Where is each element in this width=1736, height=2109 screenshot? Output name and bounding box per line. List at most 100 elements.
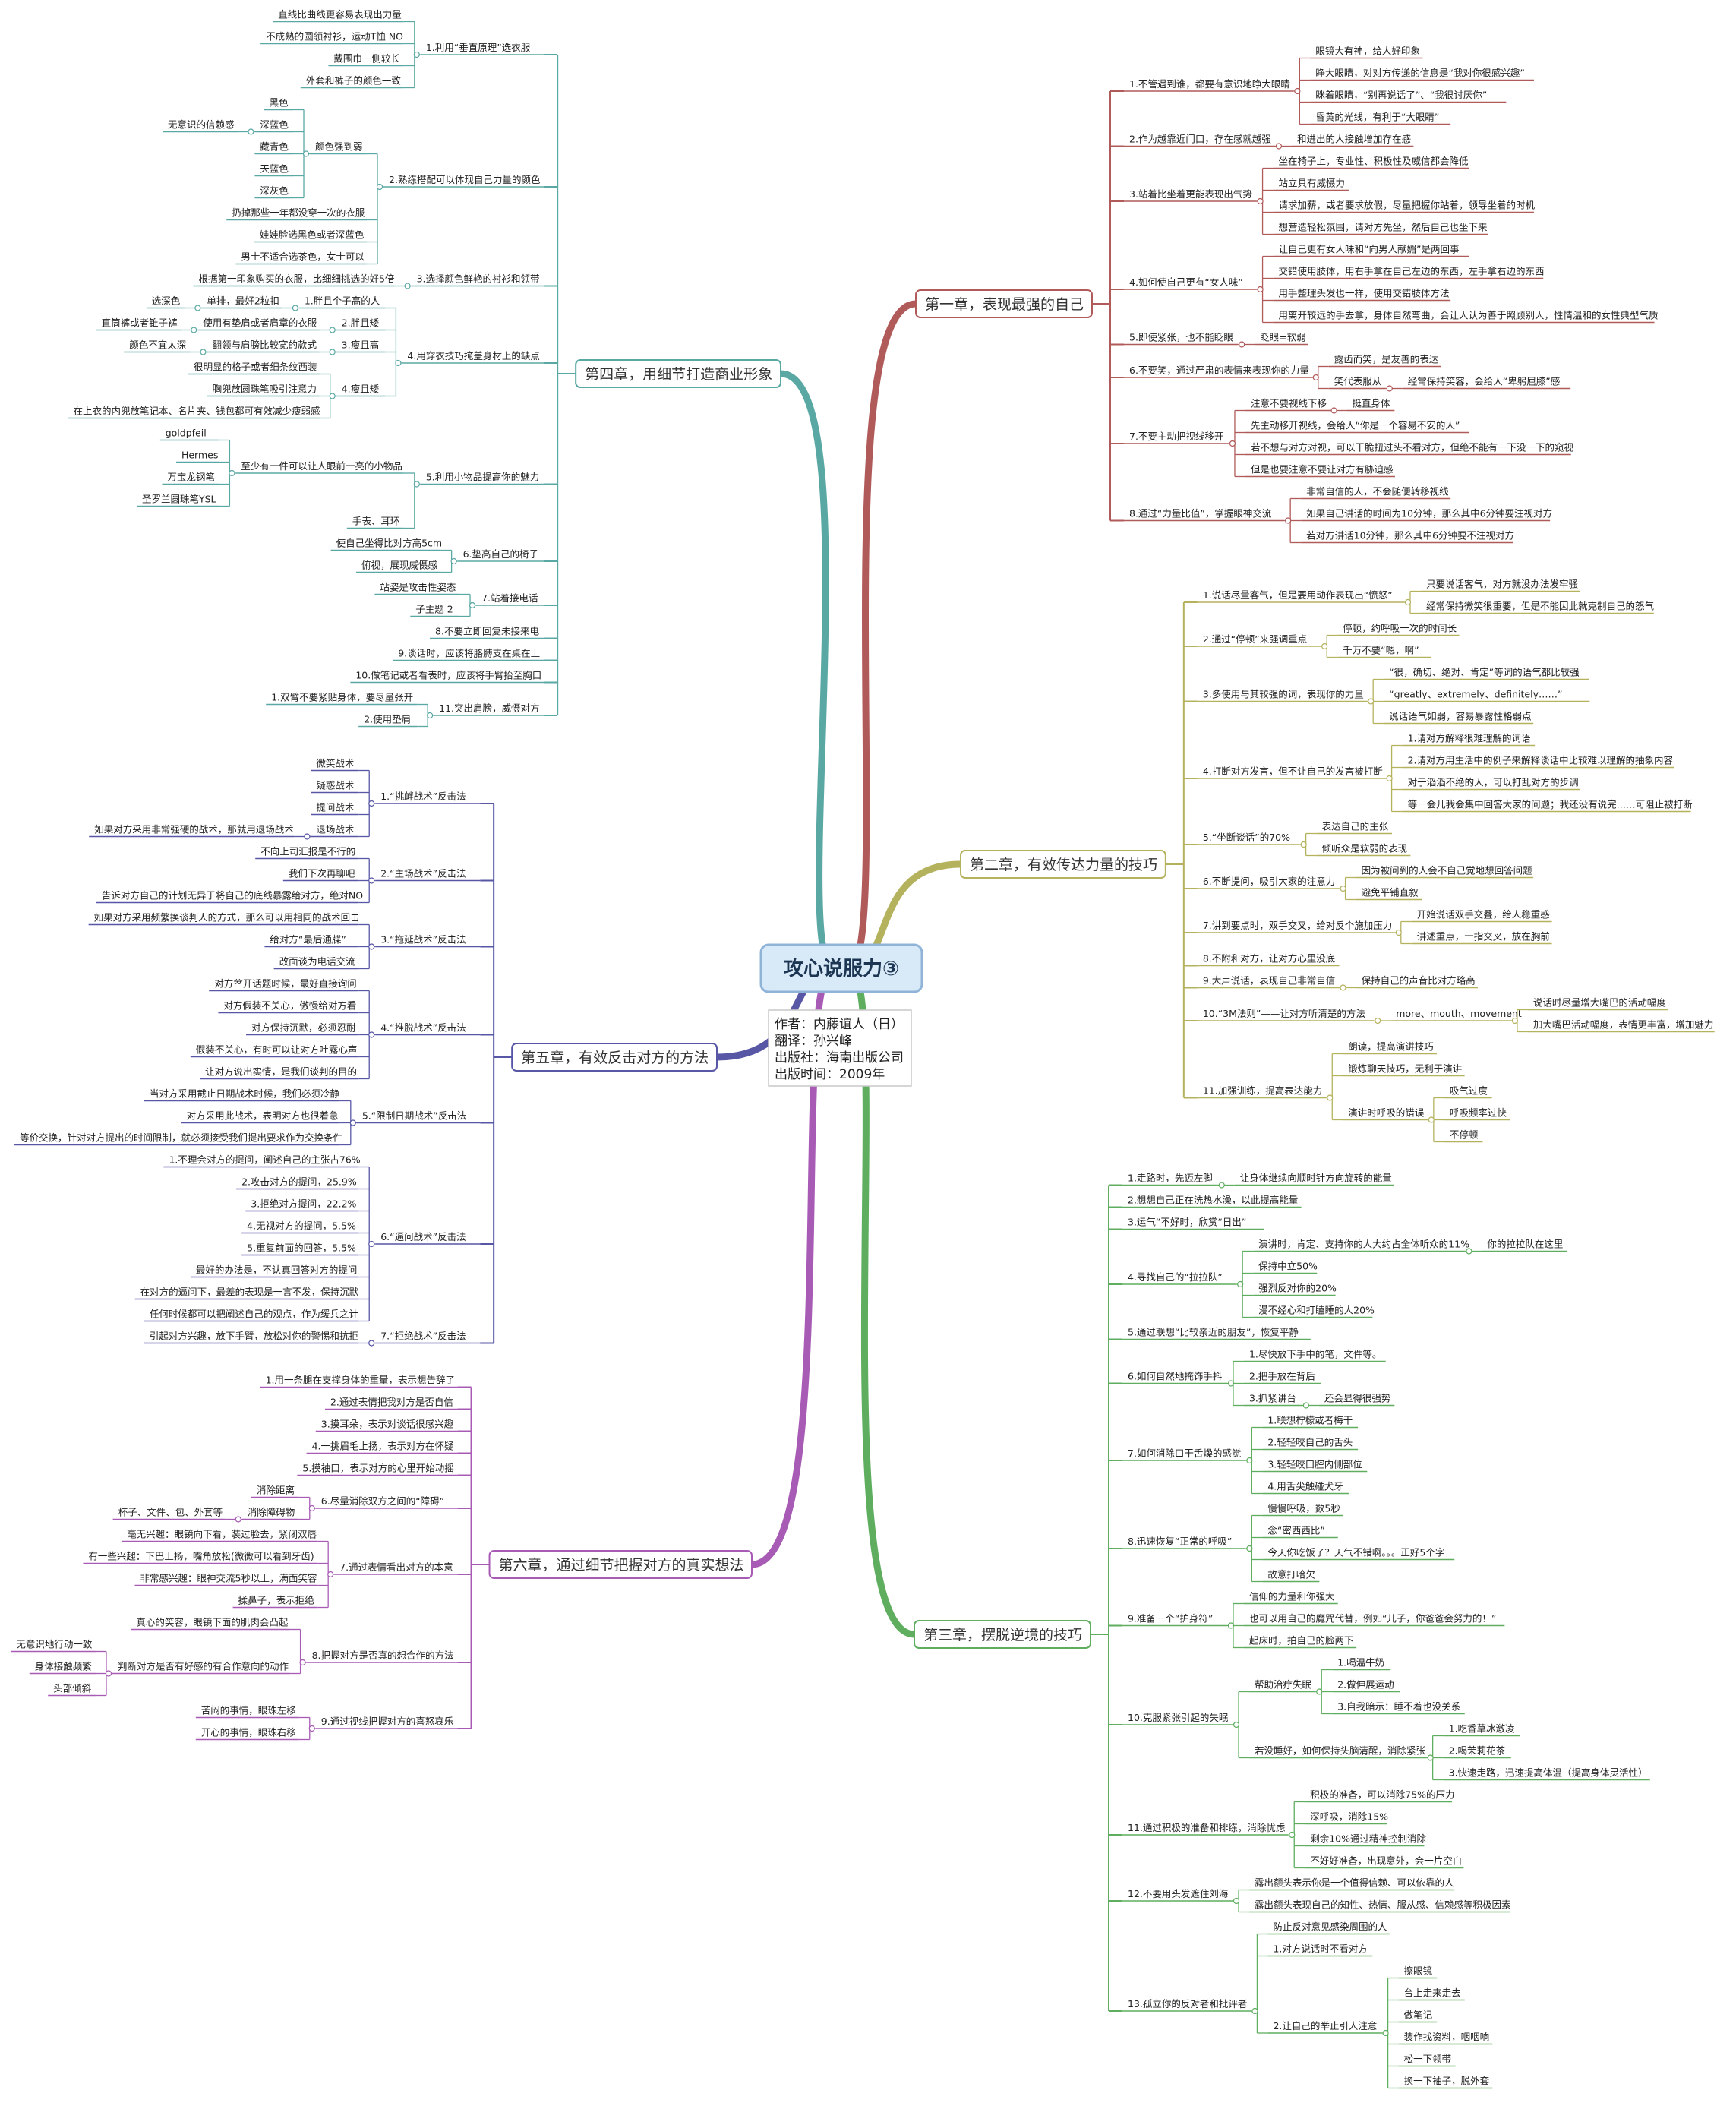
ch-ch2-item-11-sub-1[interactable]: 朗读，提高演讲技巧 (1343, 1041, 1438, 1055)
ch-ch4-item-4-sub-4-sub-1[interactable]: 很明显的格子或者细条纹西装 (188, 361, 320, 375)
ch-ch6-item-9-sub-1[interactable]: 苦闷的事情，眼珠左移 (195, 1705, 299, 1719)
ch-ch4-item-4-sub-1[interactable]: 1.胖且个子高的人 (292, 295, 386, 311)
ch-ch4-item-4-sub-2-sub-1-collapse-toggle[interactable] (191, 327, 197, 333)
ch-ch3-item-13-sub-3-sub-4[interactable]: 装作找资料，咽咽响 (1398, 2032, 1493, 2045)
ch-ch3-item-13-sub-3-sub-5[interactable]: 松一下领带 (1398, 2054, 1456, 2067)
ch-ch4-item-4-sub-4[interactable]: 4.瘦且矮 (329, 384, 386, 399)
ch-ch1-item-5[interactable]: 5.即使紧张，也不能眨眼 (1124, 332, 1245, 348)
ch-ch1-item-7-sub-4[interactable]: 但是也要注意不要让对方有胁迫感 (1245, 464, 1395, 478)
ch-ch4-item-2-sub-1-sub-4[interactable]: 天蓝色 (254, 163, 294, 177)
ch-ch4-item-4-sub-1-sub-1-collapse-toggle[interactable] (194, 305, 201, 311)
ch-ch4-item-4-sub-2[interactable]: 2.胖且矮 (329, 317, 386, 333)
ch-ch2-item-6-collapse-toggle[interactable] (1340, 885, 1346, 892)
ch-ch3-item-9-sub-1[interactable]: 信仰的力量和你强大 (1243, 1591, 1338, 1605)
ch-ch4-item-4-sub-3-sub-1-collapse-toggle[interactable] (200, 349, 207, 355)
ch-ch1-item-4-sub-2[interactable]: 交错使用肢体，用右手拿在自己左边的东西，左手拿右边的东西 (1273, 266, 1545, 279)
ch-ch3-item-10-sub-2-sub-3[interactable]: 3.快速走路，迅速提高体温（提高身体灵活性） (1443, 1767, 1650, 1781)
ch-ch3-item-13-sub-3[interactable]: 2.让自己的举止引人注意 (1267, 2020, 1389, 2037)
ch-ch6-item-4[interactable]: 4.一挑眉毛上扬，表示对方在怀疑 (306, 1441, 458, 1454)
ch-ch5-item-1-sub-1[interactable]: 微笑战术 (311, 758, 359, 772)
ch-ch1-item-4-sub-3[interactable]: 用手整理头发也一样，使用交错肢体方法 (1273, 288, 1451, 302)
ch-ch1-item-6-sub-2-collapse-toggle[interactable] (1386, 385, 1393, 392)
ch-ch2-item-4-sub-3[interactable]: 对于滔滔不绝的人，可以打乱对方的步调 (1402, 777, 1580, 791)
ch-ch1-item-8[interactable]: 8.通过“力量比值”，掌握眼神交流 (1124, 508, 1292, 524)
ch-ch6-item-9-collapse-toggle[interactable] (308, 1725, 315, 1732)
ch-ch3-item-9-sub-3[interactable]: 起床时，拍自己的脸两下 (1243, 1635, 1357, 1649)
ch-ch3-item-13-sub-2[interactable]: 1.对方说话时不看对方 (1267, 1943, 1373, 1957)
ch-ch4-item-2-sub-3[interactable]: 娃娃脸选黑色或者深蓝色 (254, 229, 368, 243)
ch-ch2-item-11-collapse-toggle[interactable] (1327, 1094, 1334, 1101)
ch-ch2-item-9-collapse-toggle[interactable] (1340, 984, 1346, 991)
ch-ch4-item-2-sub-1-sub-2-sub-1[interactable]: 无意识的信赖感 (163, 119, 238, 133)
ch-ch2-item-9[interactable]: 9.大声说话，表现自己非常自信 (1197, 975, 1346, 991)
ch-ch1-item-6-sub-2[interactable]: 笑代表服从 (1328, 376, 1393, 392)
ch-ch4-item-5-sub-1-sub-4[interactable]: 圣罗兰圆珠笔YSL (136, 494, 219, 507)
ch-ch6-item-6-sub-2[interactable]: 消除障碍物 (235, 1507, 299, 1523)
ch-ch6-item-8-sub-2-collapse-toggle[interactable] (105, 1670, 112, 1677)
ch-ch6-item-6-sub-2-collapse-toggle[interactable] (235, 1516, 241, 1523)
ch-ch4-item-2[interactable]: 2.熟练搭配可以体现自己力量的颜色 (376, 174, 544, 191)
ch-ch5-item-6-sub-8[interactable]: 任何时候都可以把阐述自己的观点，作为缓兵之计 (144, 1309, 359, 1322)
ch-ch4-item-1-sub-4[interactable]: 外套和裤子的颜色一致 (300, 75, 404, 89)
ch-ch2-item-6-sub-1[interactable]: 因为被问到的人会不自己觉地想回答问题 (1356, 865, 1534, 879)
ch-ch4-item-4-sub-2-collapse-toggle[interactable] (329, 327, 336, 333)
ch-ch2-item-3-collapse-toggle[interactable] (1368, 698, 1375, 705)
ch-ch1-item-3-sub-4[interactable]: 想营造轻松氛围，请对方先坐，然后自己也坐下来 (1273, 222, 1488, 235)
ch-ch3-item-3[interactable]: 3.运气“不好时，欣赏“日出” (1122, 1217, 1264, 1230)
ch-ch3-item-7[interactable]: 7.如何消除口干舌燥的感觉 (1122, 1448, 1253, 1464)
ch-ch1-item-4-collapse-toggle[interactable] (1257, 286, 1264, 293)
ch-ch1-item-1-sub-1[interactable]: 眼镜大有神，给人好印象 (1310, 46, 1423, 59)
ch-ch1-item-7-sub-1[interactable]: 注意不要视线下移 (1245, 398, 1337, 414)
ch-ch2-item-3-sub-3[interactable]: 说话语气如弱，容易暴露性格弱点 (1384, 711, 1534, 725)
ch-ch6-item-6-sub-2-sub-1[interactable]: 杯子、文件、包、外套等 (112, 1507, 226, 1520)
ch-ch3-item-7-sub-3[interactable]: 3.轻轻咬口腔内侧部位 (1262, 1459, 1368, 1473)
ch-ch4-item-4-sub-3-sub-1-sub-1[interactable]: 颜色不宜太深 (124, 339, 191, 353)
ch-ch6-item-9-sub-2[interactable]: 开心的事情，眼珠右移 (195, 1727, 299, 1741)
ch-ch3-item-10-sub-1-collapse-toggle[interactable] (1316, 1688, 1323, 1695)
ch-ch2-item-11-sub-3-sub-1[interactable]: 吸气过度 (1444, 1085, 1492, 1099)
ch-ch5-item-5-sub-2[interactable]: 对方采用此战术，表明对方也很着急 (181, 1110, 340, 1124)
ch-ch4-item-11[interactable]: 11.突出肩膀，威慑对方 (427, 702, 544, 719)
ch-ch1-item-1-collapse-toggle[interactable] (1294, 87, 1301, 95)
ch-ch2-item-2-sub-2[interactable]: 千万不要“嗯，啊” (1337, 645, 1431, 658)
ch-ch4-item-2-sub-2[interactable]: 扔掉那些一年都没穿一次的衣服 (226, 207, 368, 221)
ch-ch5-item-5-sub-1[interactable]: 当对方采用截止日期战术时候，我们必须冷静 (144, 1088, 340, 1102)
ch-ch6-item-8-sub-1[interactable]: 真心的笑容，眼镜下面的肌肉会凸起 (131, 1617, 290, 1631)
ch-ch1-item-7-collapse-toggle[interactable] (1229, 440, 1236, 447)
ch-ch3-item-10-collapse-toggle[interactable] (1233, 1721, 1240, 1729)
ch-ch2-item-10-sub-1[interactable]: more、mouth、movement (1390, 1008, 1522, 1025)
ch-ch3-item-9[interactable]: 9.准备一个“护身符” (1122, 1613, 1235, 1629)
ch-ch6-item-7-sub-4[interactable]: 揉鼻子，表示拒绝 (232, 1595, 318, 1609)
ch-ch1-item-7-sub-2[interactable]: 先主动移开视线，会给人“你是一个容易不安的人” (1245, 420, 1469, 434)
ch-ch5-item-3-collapse-toggle[interactable] (368, 943, 375, 950)
ch-ch3-item-10-sub-1-sub-3[interactable]: 3.自我暗示：睡不着也没关系 (1332, 1701, 1465, 1715)
ch-ch6-item-3[interactable]: 3.摸耳朵，表示对谈话很感兴趣 (315, 1419, 458, 1432)
ch-ch3-item-8-sub-2[interactable]: 念“密西西比” (1262, 1525, 1338, 1539)
ch-ch3-item-8-sub-1[interactable]: 慢慢呼吸，数5秒 (1262, 1503, 1343, 1517)
ch-ch4-item-3[interactable]: 3.选择颜色鲜艳的衬衫和领带 (404, 273, 544, 289)
ch-ch5-item-4-sub-1[interactable]: 对方岔开话题时候，最好直接询问 (209, 978, 359, 992)
ch-ch4-item-2-sub-1-sub-2[interactable]: 深蓝色 (248, 119, 294, 135)
ch-ch6-item-2[interactable]: 2.通过表情把我对方是否自信 (324, 1397, 458, 1410)
ch-ch3-item-4-sub-1-collapse-toggle[interactable] (1466, 1248, 1472, 1255)
ch-ch3-item-10-sub-2[interactable]: 若没睡好，如何保持头脑清醒，消除紧张 (1249, 1745, 1434, 1761)
ch-ch6-item-8-sub-2-sub-2[interactable]: 身体接触频繁 (29, 1661, 96, 1675)
ch-ch1-item-1-sub-4[interactable]: 昏黄的光线，有利于“大眼睛” (1310, 112, 1451, 125)
ch-ch3-item-8-sub-3[interactable]: 今天你吃饭了？天气不错啊。。。正好5个字 (1262, 1547, 1455, 1561)
ch-ch1-item-6-sub-2-sub-1[interactable]: 经常保持笑容，会给人“卑躬屈膝”感 (1402, 376, 1571, 390)
ch-ch5-item-2-sub-1[interactable]: 不向上司汇报是不行的 (255, 846, 359, 860)
ch-ch4-item-7[interactable]: 7.站着接电话 (469, 592, 544, 609)
ch-ch3-item-10-sub-1-sub-2[interactable]: 2.做伸展运动 (1332, 1679, 1400, 1693)
ch-ch2-item-7-collapse-toggle[interactable] (1395, 929, 1402, 936)
ch-ch2-item-5[interactable]: 5.“坐断谈话”的70% (1197, 832, 1307, 848)
ch-ch5-item-6-sub-7[interactable]: 在对方的逼问下，最差的表现是一言不发，保持沉默 (134, 1287, 359, 1300)
ch-ch2-item-4-sub-4[interactable]: 等一会儿我会集中回答大家的问题；我还没有说完……可阻止被打断 (1402, 799, 1693, 813)
ch-ch5-item-4-sub-5[interactable]: 让对方说出实情，是我们谈判的目的 (200, 1066, 359, 1080)
ch-ch2-item-3-sub-1[interactable]: “很，确切、绝对、肯定”等词的语气都比较强 (1384, 667, 1589, 680)
ch-ch3-item-4-sub-1-sub-1[interactable]: 你的拉拉队在这里 (1482, 1239, 1567, 1252)
chapter-ch3[interactable]: 第三章，摆脱逆境的技巧 (914, 1620, 1092, 1649)
ch-ch3-item-11-collapse-toggle[interactable] (1289, 1831, 1296, 1839)
ch-ch2-item-7-sub-1[interactable]: 开始说话双手交叠，给人稳重感 (1411, 909, 1552, 923)
ch-ch2-item-11-sub-2[interactable]: 锻炼聊天技巧，无利于演讲 (1343, 1063, 1465, 1077)
ch-ch4-item-4-sub-1-sub-1-sub-1[interactable]: 选深色 (146, 295, 185, 309)
